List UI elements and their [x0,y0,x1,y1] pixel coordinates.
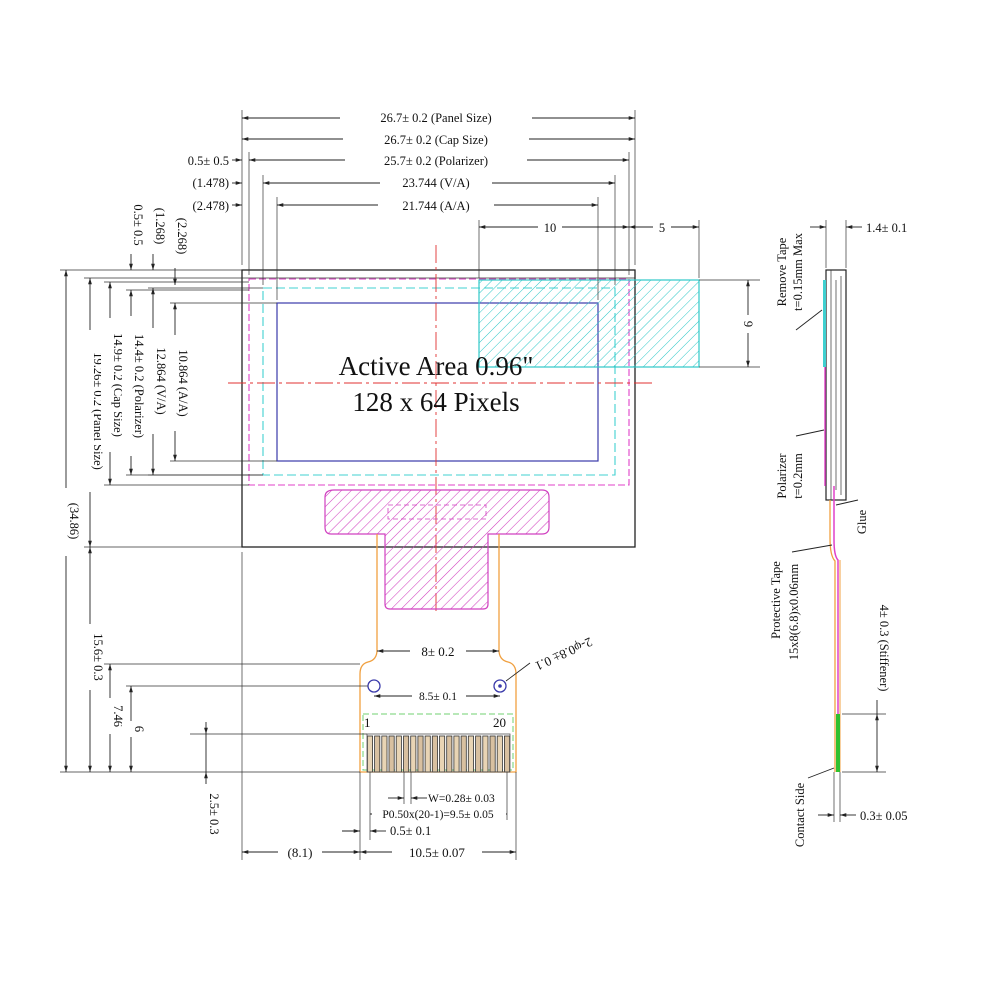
dim-polarizer-height: 14.4± 0.2 (Polarizer) [132,334,146,438]
side-view: 1.4± 0.1 Remove Tape t=0.15mm Max Polari… [769,220,908,847]
dim-fpc-left-offset: (8.1) [288,845,313,860]
contact-pin [439,735,446,773]
left-dimensions: (34.86) 19.26± 0.2 (Panel Size) 14.9± 0.… [57,204,368,835]
dim-polarizer-width: 25.7± 0.2 (Polarizer) [384,154,488,168]
dim-fpc-total-width: 10.5± 0.07 [409,845,465,860]
dim-tape-offset: 5 [659,221,665,235]
label-protective-tape: Protective Tape [769,561,783,639]
active-area-title: Active Area 0.96" [339,351,534,381]
fpc-hole-right-icon [493,679,507,693]
pin-last-label: 20 [493,715,506,730]
contact-pin [395,735,402,773]
top-dimensions: 26.7± 0.2 (Panel Size) 26.7± 0.2 (Cap Si… [188,108,700,300]
contact-pin [496,735,503,773]
pin-first-label: 1 [364,715,371,730]
contact-pins [366,735,510,773]
side-stiffener [836,714,840,772]
polarizer-outline [248,278,630,486]
dim-va-height: 12.864 (V/A) [154,347,168,414]
contact-pin [424,735,431,773]
label-polarizer-spec: t=0.2mm [791,453,805,499]
dim-left-pol-offset: 0.5± 0.5 [131,204,145,245]
label-remove-tape: Remove Tape [775,237,789,306]
dim-aa-width: 21.744 (A/A) [402,199,469,213]
dim-tape-height: 9 [741,321,755,327]
dim-pin-width: W=0.28± 0.03 [428,793,495,805]
contact-pin [460,735,467,773]
contact-pin [489,735,496,773]
contact-pin [446,735,453,773]
contact-pin [374,735,381,773]
dim-stiffener: 4± 0.3 (Stiffener) [877,605,891,692]
dim-polarizer-offset: 0.5± 0.5 [188,154,229,168]
dim-hole-pitch: 8.5± 0.1 [419,691,457,703]
dim-aa-offset: (2.478) [193,199,229,213]
active-area-outline [276,302,599,462]
dim-pin-edge: 0.5± 0.1 [390,824,431,838]
fpc-hole-left-icon [367,679,381,693]
dim-total-height: (34.86) [67,503,81,539]
contact-pin [467,735,474,773]
dim-panel-width: 26.7± 0.2 (Panel Size) [380,111,491,125]
dim-fpc-width: 8± 0.2 [421,644,454,659]
label-protective-tape-spec: 15x8(6.8)x0.06mm [787,563,801,660]
side-panel-body [825,269,847,501]
contact-pin [431,735,438,773]
front-view: Active Area 0.96" 128 x 64 Pixels 1 20 [228,245,700,773]
dim-contact-length: 2.5± 0.3 [207,793,221,834]
dim-aa-height: 10.864 (A/A) [176,349,190,416]
viewing-area-outline [262,287,616,476]
contact-pin [381,735,388,773]
contact-pin [417,735,424,773]
fpc-bonding-area [324,489,550,610]
contact-pin [453,735,460,773]
dim-stiffener-position: 6 [132,726,146,732]
contact-pin [482,735,489,773]
dim-holes: 2-φ0.8± 0.1 [533,634,595,673]
remove-tape-tab [478,279,700,368]
dim-left-va-offset: (1.268) [153,208,167,244]
contact-pin [366,735,373,773]
dim-va-width: 23.744 (V/A) [402,176,469,190]
right-dimensions: 9 [699,279,760,368]
contact-pin [475,735,482,773]
dim-contact-thickness: 0.3± 0.05 [860,809,908,823]
contact-pin [410,735,417,773]
label-glue: Glue [855,509,869,534]
contact-pin [403,735,410,773]
dim-hole-position: 7.46 [111,705,125,727]
label-contact-side: Contact Side [793,782,807,847]
dim-cap-height: 14.9± 0.2 (Cap Size) [111,333,125,437]
active-area-pixels: 128 x 64 Pixels [352,387,519,417]
stiffener-outline [362,713,514,771]
dim-va-offset: (1.478) [193,176,229,190]
dim-side-thickness: 1.4± 0.1 [866,221,907,235]
dim-tape-width: 10 [544,221,557,235]
side-remove-tape [823,280,826,367]
contact-pin [503,735,510,773]
dim-cap-width: 26.7± 0.2 (Cap Size) [384,133,488,147]
dim-fpc-length: 15.6± 0.3 [91,633,105,681]
dim-left-aa-offset: (2.268) [175,218,189,254]
label-remove-tape-spec: t=0.15mm Max [791,232,805,311]
label-polarizer: Polarizer [775,453,789,499]
dim-pin-pitch: P0.50x(20-1)=9.5± 0.05 [382,809,493,821]
contact-pin [388,735,395,773]
